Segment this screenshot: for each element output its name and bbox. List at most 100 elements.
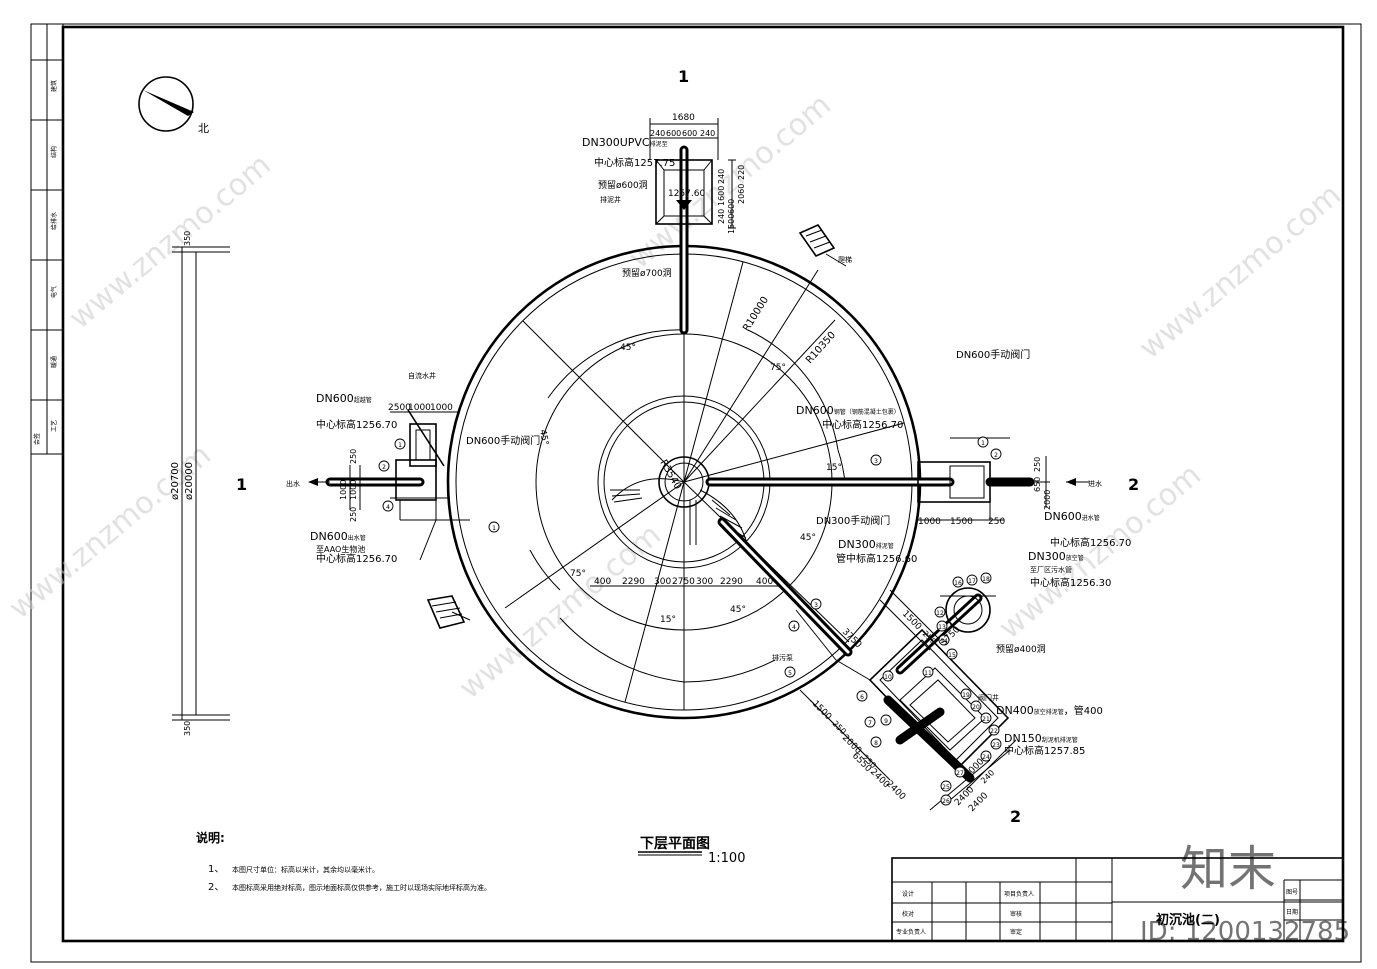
dim-edge-1: 350 — [183, 721, 192, 736]
angle-0: 45° — [620, 343, 636, 353]
callout-number: 22 — [990, 728, 998, 735]
callout-number: 7 — [868, 720, 872, 727]
label-left-pipe: DN600超越管 — [316, 392, 372, 405]
label-dn300-vent-note: 至厂区污水管 — [1030, 565, 1072, 574]
outer-frame — [30, 23, 1362, 963]
label-left-well: 自流水井 — [408, 371, 436, 380]
tb-drawing-name: 初沉池(二) — [1156, 912, 1220, 928]
notes-heading: 说明: — [196, 830, 225, 845]
callout-number: 12 — [936, 610, 944, 617]
left-dim-5: 250 — [349, 449, 358, 464]
callout-number: 2 — [382, 464, 386, 471]
diag-dim-3: 1500 — [810, 699, 833, 722]
diag-dim-0: 1500 — [900, 609, 923, 632]
callout-number: 6 — [860, 694, 864, 701]
bottom-dim-5: 2290 — [720, 577, 743, 587]
bottom-dim-2: 300 — [654, 577, 671, 587]
top-well — [649, 118, 736, 229]
callout-number: 25 — [942, 784, 950, 791]
callout-number: 24 — [982, 754, 990, 761]
watermark-layer: www.znzmo.com www.znzmo.com www.znzmo.co… — [3, 88, 1350, 947]
label-left-out-elev: 中心标高1256.70 — [316, 552, 397, 565]
label-top-pipe: DN300UPVC排泥至 — [582, 136, 668, 149]
watermark-site-3: www.znzmo.com — [1133, 178, 1348, 367]
callout-number: 26 — [942, 798, 950, 805]
dim-overall-0: ø20700 — [170, 462, 181, 500]
watermark-site-1: www.znzmo.com — [63, 148, 278, 337]
label-dn300-valve: DN300手动阀门 — [816, 514, 890, 527]
label-top-well-elev: 1257.60 — [668, 189, 705, 199]
top-dim-10: 2060 — [737, 184, 746, 204]
tb-row-0-a: 设计 — [902, 890, 914, 898]
countersign-strip: 会签 建筑 结构 给排水 电气 暖通 工艺 — [30, 23, 64, 455]
label-hole-400: 预留ø400洞 — [996, 643, 1046, 655]
section-mark-left: 1 — [236, 475, 247, 494]
dim-edge-0: 350 — [183, 231, 192, 246]
angle-3: 15° — [826, 463, 842, 473]
right-dim-0: 1000 — [918, 517, 941, 527]
note-2-text: 本图标高采用绝对标高，图示地面标高仅供参考，施工时以现场实际地坪标高为准。 — [232, 883, 491, 892]
section-mark-bottom: 2 — [1010, 807, 1021, 826]
top-dim-11: 220 — [737, 165, 746, 180]
top-dim-4: 240 — [700, 129, 715, 138]
left-dim-2: 1000 — [430, 403, 453, 413]
right-dim-2: 250 — [988, 517, 1005, 527]
tb-row-2-b: 审定 — [1010, 928, 1022, 936]
left-dim-0: 2500 — [388, 403, 411, 413]
angle-6: 15° — [660, 615, 676, 625]
side-cell-1: 建筑 — [50, 80, 58, 92]
callout-number: 14 — [940, 638, 948, 645]
label-left-elev: 中心标高1256.70 — [316, 418, 397, 431]
top-dim-0: 1680 — [672, 113, 695, 123]
callout-number: 16 — [954, 580, 962, 587]
tb-small-1: 日期 — [1286, 908, 1298, 916]
callout-number: 4 — [792, 624, 796, 631]
note-2-no: 2、 — [208, 882, 224, 893]
callout-number: 10 — [884, 674, 892, 681]
top-dim-7: 240 — [717, 209, 726, 224]
top-dim-2: 600 — [666, 129, 681, 138]
top-dim-3: 600 — [682, 129, 697, 138]
label-dn300-vent: DN300放空管 — [1028, 550, 1084, 563]
callout-number: 3 — [814, 602, 818, 609]
label-left-valve: DN600手动阀门 — [466, 434, 540, 447]
top-dim-1: 240 — [650, 129, 665, 138]
label-valve-well: 阀门井 — [978, 693, 999, 702]
side-cell-4: 电气 — [50, 286, 58, 298]
label-left-arrow: 出水 — [286, 479, 300, 488]
top-dim-5: 240 — [717, 169, 726, 184]
label-right-valve: DN600手动阀门 — [956, 348, 1030, 361]
note-1-text: 本图尺寸单位：标高以米计，其余均以毫米计。 — [232, 865, 379, 874]
left-dim-3: 1000 — [339, 480, 348, 500]
callout-number: 3 — [874, 458, 878, 465]
callout-number: 8 — [874, 740, 878, 747]
label-dn300-sludge: DN300排泥管 — [838, 538, 894, 551]
pipes — [325, 145, 1035, 783]
label-right-pipe: DN600进水管 — [1044, 510, 1100, 523]
label-top-elev: 中心标高1257.75 — [594, 156, 675, 169]
tb-small-0: 图号 — [1286, 889, 1298, 896]
callout-number: 15 — [948, 652, 956, 659]
bottom-dim-0: 400 — [594, 577, 611, 587]
callout-number: 18 — [982, 576, 990, 583]
bottom-dim-1: 2290 — [622, 577, 645, 587]
label-stair: 爬梯 — [838, 255, 852, 264]
overall-dimension: ø20700 ø20000 350 350 — [170, 231, 230, 736]
callout-number: 13 — [938, 624, 946, 631]
bottom-dim-6: 400 — [756, 577, 773, 587]
label-top-well-name: 排泥井 — [600, 195, 621, 204]
label-dn150-elev: 中心标高1257.85 — [1004, 744, 1085, 757]
label-left-out-pipe: DN600出水管 — [310, 530, 366, 543]
angle-2: 75° — [770, 363, 786, 373]
label-top-sleeve: 预留ø600洞 — [598, 179, 648, 191]
left-dim-1: 1000 — [408, 403, 431, 413]
label-right-elev: 中心标高1256.70 — [1050, 536, 1131, 549]
dim-overall-1: ø20000 — [184, 462, 195, 500]
tb-row-1-a: 校对 — [902, 910, 914, 918]
north-arrow: 北 — [138, 76, 209, 135]
callout-number: 2 — [994, 452, 998, 459]
watermark-id: ID: 1200132785 — [1140, 917, 1350, 947]
right-dim-4: 650 — [1033, 477, 1042, 492]
